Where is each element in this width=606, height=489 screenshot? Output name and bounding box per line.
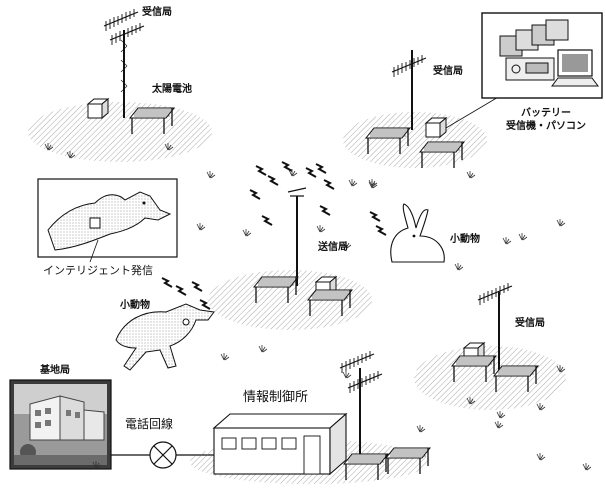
label-receiver-right-bottom: 受信局: [515, 318, 545, 329]
yagi-antenna-icon: [109, 22, 145, 46]
label-info-control-office: 情報制御所: [243, 390, 309, 405]
collar-transmitter-icon: [182, 318, 190, 326]
label-transmitter: 送信局: [318, 242, 348, 253]
yagi-antenna-icon: [347, 370, 383, 394]
whip-antenna-icon: [287, 187, 307, 197]
transmitter-station: [208, 161, 372, 330]
label-small-animal-rabbit: 小動物: [450, 234, 480, 245]
label-receiver-top: 受信局: [142, 7, 172, 18]
receiver-station-top-right: [343, 50, 501, 187]
receiver-station-bottom-right: [414, 282, 566, 419]
rabbit-icon: [369, 203, 445, 263]
computer-icon: [551, 49, 599, 87]
yagi-antenna-icon: [477, 282, 513, 306]
label-pc-caption-1: バッテリー: [521, 108, 571, 119]
battery-icon: [499, 19, 569, 57]
label-receiver-right-top: 受信局: [433, 66, 463, 77]
yagi-antenna-icon: [391, 54, 427, 78]
running-dog-icon: [115, 277, 215, 371]
callout-line: [445, 95, 501, 129]
radio-box-icon: [425, 117, 447, 138]
radio-box-icon: [87, 98, 109, 119]
info-control-office: [190, 350, 431, 484]
label-small-animal-dog: 小動物: [120, 300, 150, 311]
label-intelligent-transmit: インテリジェント発信: [43, 264, 153, 277]
fox-icon: [47, 191, 172, 251]
ground-patch: [414, 346, 566, 410]
yagi-antenna-icon: [339, 350, 375, 374]
pc-battery-inset: [481, 12, 603, 99]
yagi-antenna-icon: [103, 8, 139, 32]
label-solar-battery: 太陽電池: [152, 84, 192, 95]
receiver-unit-icon: [505, 57, 555, 81]
ground-patch: [28, 102, 212, 162]
base-station-photo: [9, 379, 112, 470]
receiver-station-top-left: [28, 8, 212, 162]
collar-transmitter-icon: [89, 217, 101, 229]
label-pc-caption-2: 受信機・パソコン: [506, 121, 586, 132]
ground-patch: [343, 112, 487, 168]
collared-animal-inset: [37, 178, 178, 263]
label-base-station: 基地局: [40, 365, 70, 376]
label-phone-line: 電話回線: [125, 417, 174, 431]
